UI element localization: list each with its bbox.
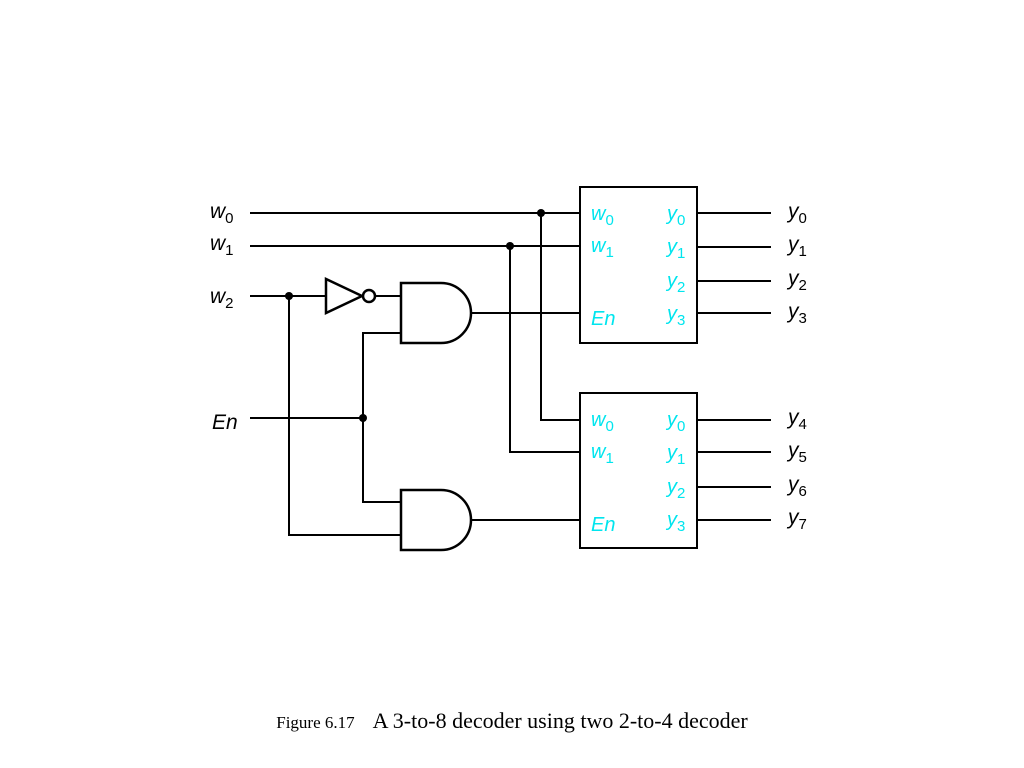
- output-label-y5: y5: [786, 439, 807, 466]
- decoder-circuit-diagram: w0 w1 En y0 y1 y2 y3 w0: [210, 186, 807, 552]
- input-label-w0: w0: [210, 200, 234, 227]
- output-label-y2: y2: [786, 267, 807, 294]
- decoder-upper-port-y1: y1: [665, 236, 685, 262]
- input-label-w1: w1: [210, 232, 234, 259]
- junction-en: [359, 414, 367, 422]
- decoder-lower-port-y0: y0: [665, 409, 685, 435]
- junction-w1: [506, 242, 514, 250]
- decoder-lower-port-en: En: [591, 514, 615, 536]
- output-label-y7: y7: [786, 506, 807, 533]
- output-label-y6: y6: [786, 473, 807, 500]
- wire-w0-branch: [540, 213, 580, 421]
- junction-w2: [285, 292, 293, 300]
- decoder-upper-port-y3: y3: [665, 303, 685, 329]
- and-gate-upper: [399, 281, 473, 345]
- wire-en-to-upper-and: [362, 332, 401, 503]
- wire-w2-branch: [288, 296, 401, 536]
- decoder-upper-port-y2: y2: [665, 270, 685, 296]
- decoder-lower: w0 w1 En y0 y1 y2 y3: [579, 392, 698, 549]
- decoder-upper: w0 w1 En y0 y1 y2 y3: [579, 186, 698, 344]
- decoder-lower-port-y3: y3: [665, 509, 685, 535]
- and-gate-lower: [399, 488, 473, 552]
- wire-w1-branch: [509, 246, 580, 453]
- inverter-bubble: [361, 288, 377, 304]
- figure-caption: Figure 6.17 A 3-to-8 decoder using two 2-…: [0, 708, 1024, 734]
- decoder-upper-port-w1: w1: [591, 235, 614, 261]
- output-label-y3: y3: [786, 300, 807, 327]
- junction-w0: [537, 209, 545, 217]
- output-label-y0: y0: [786, 200, 807, 227]
- decoder-upper-port-w0: w0: [591, 203, 614, 229]
- input-label-w2: w2: [210, 285, 234, 312]
- figure-number: Figure 6.17: [276, 713, 355, 732]
- not-gate: [324, 277, 377, 315]
- decoder-lower-port-w1: w1: [591, 441, 614, 467]
- decoder-lower-port-y2: y2: [665, 476, 685, 502]
- output-label-y4: y4: [786, 406, 807, 433]
- decoder-lower-port-w0: w0: [591, 409, 614, 435]
- decoder-upper-port-y0: y0: [665, 203, 685, 229]
- decoder-lower-port-y1: y1: [665, 442, 685, 468]
- output-label-y1: y1: [786, 233, 807, 260]
- input-label-en: En: [212, 411, 238, 434]
- decoder-upper-port-en: En: [591, 308, 615, 330]
- figure-title: A 3-to-8 decoder using two 2-to-4 decode…: [372, 708, 748, 733]
